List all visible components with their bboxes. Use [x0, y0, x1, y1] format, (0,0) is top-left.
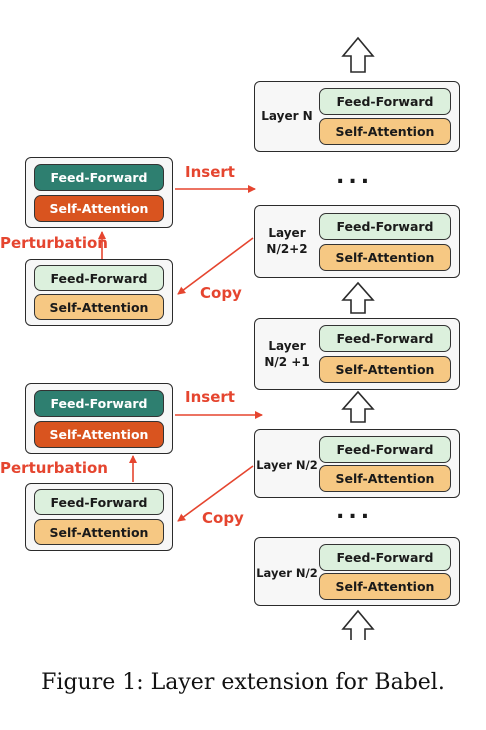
- layer-n2-plus1-label: Layer N/2 +1: [259, 338, 315, 370]
- copied-layer-box-bottom: Feed-Forward Self-Attention: [25, 483, 173, 551]
- copy-label-bottom: Copy: [202, 509, 244, 527]
- layer-n2-label: Layer N/2: [256, 458, 318, 472]
- layer-n-box: Layer N Feed-Forward Self-Attention: [254, 81, 460, 152]
- copy-arrow-bottom: [177, 465, 254, 522]
- ellipsis-bottom: ...: [336, 499, 374, 524]
- layer-n2-plus2-label: Layer N/2+2: [259, 225, 315, 257]
- diagram-connectors: [98, 36, 375, 640]
- feed-forward-block: Feed-Forward: [319, 544, 451, 571]
- layer-label-line: Layer: [268, 339, 306, 353]
- layer-label-line: N/2+2: [266, 242, 308, 256]
- self-attention-block: Self-Attention: [34, 519, 164, 545]
- figure-caption: Figure 1: Layer extension for Babel.: [41, 670, 445, 695]
- perturbation-label-bottom: Perturbation: [0, 459, 108, 477]
- self-attention-block: Self-Attention: [319, 244, 451, 271]
- self-attention-block: Self-Attention: [319, 356, 451, 383]
- up-arrow-icon: [341, 390, 375, 423]
- layer-n2-plus2-box: Layer N/2+2 Feed-Forward Self-Attention: [254, 205, 460, 278]
- perturbed-layer-box-bottom: Feed-Forward Self-Attention: [25, 383, 173, 454]
- feed-forward-block: Feed-Forward: [319, 213, 451, 240]
- layer-n2-box-upper: Layer N/2 Feed-Forward Self-Attention: [254, 429, 460, 498]
- perturbed-self-attention-block: Self-Attention: [34, 195, 164, 222]
- feed-forward-block: Feed-Forward: [319, 325, 451, 352]
- perturbation-label-top: Perturbation: [0, 234, 108, 252]
- insert-label-bottom: Insert: [185, 388, 235, 406]
- self-attention-block: Self-Attention: [319, 118, 451, 145]
- copy-arrow-top: [177, 237, 254, 295]
- feed-forward-block: Feed-Forward: [319, 436, 451, 463]
- copied-layer-box-top: Feed-Forward Self-Attention: [25, 259, 173, 326]
- perturbed-layer-box-top: Feed-Forward Self-Attention: [25, 157, 173, 228]
- self-attention-block: Self-Attention: [319, 465, 451, 492]
- layer-label-line: N/2 +1: [264, 355, 310, 369]
- up-arrow-icon: [341, 36, 375, 73]
- feed-forward-block: Feed-Forward: [34, 265, 164, 291]
- perturbed-self-attention-block: Self-Attention: [34, 421, 164, 448]
- up-arrow-icon: [341, 281, 375, 314]
- perturbed-feed-forward-block: Feed-Forward: [34, 164, 164, 191]
- layer-label-line: Layer: [268, 226, 306, 240]
- ellipsis-top: ...: [336, 164, 374, 189]
- up-arrow-icon: [341, 609, 375, 640]
- layer-n-label: Layer N: [261, 109, 313, 123]
- feed-forward-block: Feed-Forward: [34, 489, 164, 515]
- perturbed-feed-forward-block: Feed-Forward: [34, 390, 164, 417]
- layer-n2-plus1-box: Layer N/2 +1 Feed-Forward Self-Attention: [254, 318, 460, 390]
- layer-n2-label: Layer N/2: [256, 566, 318, 580]
- self-attention-block: Self-Attention: [34, 294, 164, 320]
- copy-label-top: Copy: [200, 284, 242, 302]
- layer-extension-diagram: Layer N Feed-Forward Self-Attention ... …: [0, 36, 460, 640]
- feed-forward-block: Feed-Forward: [319, 88, 451, 115]
- insert-label-top: Insert: [185, 163, 235, 181]
- layer-n2-box-lower: Layer N/2 Feed-Forward Self-Attention: [254, 537, 460, 606]
- self-attention-block: Self-Attention: [319, 573, 451, 600]
